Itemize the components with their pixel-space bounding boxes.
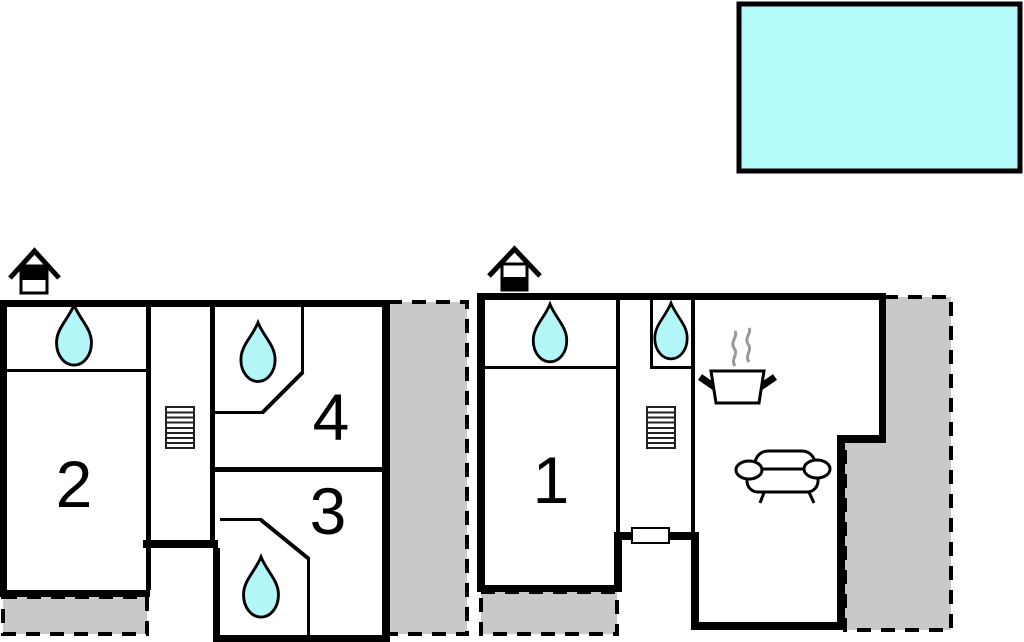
room-number-2: 2 xyxy=(56,447,93,521)
water-drop-icon-room4-bath xyxy=(239,318,277,383)
water-drop-icon-room1-bath xyxy=(531,300,569,364)
water-drop-icon-room2-bath xyxy=(55,301,93,367)
cooking-pot-icon xyxy=(698,369,777,405)
sofa-icon xyxy=(734,449,832,504)
room-number-4: 4 xyxy=(313,380,350,454)
steam-icon xyxy=(731,327,752,367)
room-number-3: 3 xyxy=(310,474,347,548)
left-unit-bath4-diagonal-wall xyxy=(260,370,305,415)
terrace-right-unit-bottom xyxy=(479,590,619,636)
water-drop-icon-room3-bath xyxy=(242,553,280,619)
left-unit-bath3-diagonal-wall xyxy=(259,518,311,561)
terrace-right-unit-side xyxy=(843,295,953,632)
door-marker xyxy=(631,527,670,544)
chimney-icon-right xyxy=(487,245,542,292)
room-number-1: 1 xyxy=(533,443,570,517)
terrace-left-unit-bottom xyxy=(1,595,149,636)
terrace-left-unit-side xyxy=(386,300,469,636)
staircase-icon-right xyxy=(646,406,676,449)
staircase-icon-left xyxy=(165,406,195,449)
swimming-pool xyxy=(736,1,1023,174)
water-drop-icon-hall-bath xyxy=(653,299,689,361)
left-unit-walls xyxy=(0,300,390,642)
chimney-icon-left xyxy=(8,247,61,295)
